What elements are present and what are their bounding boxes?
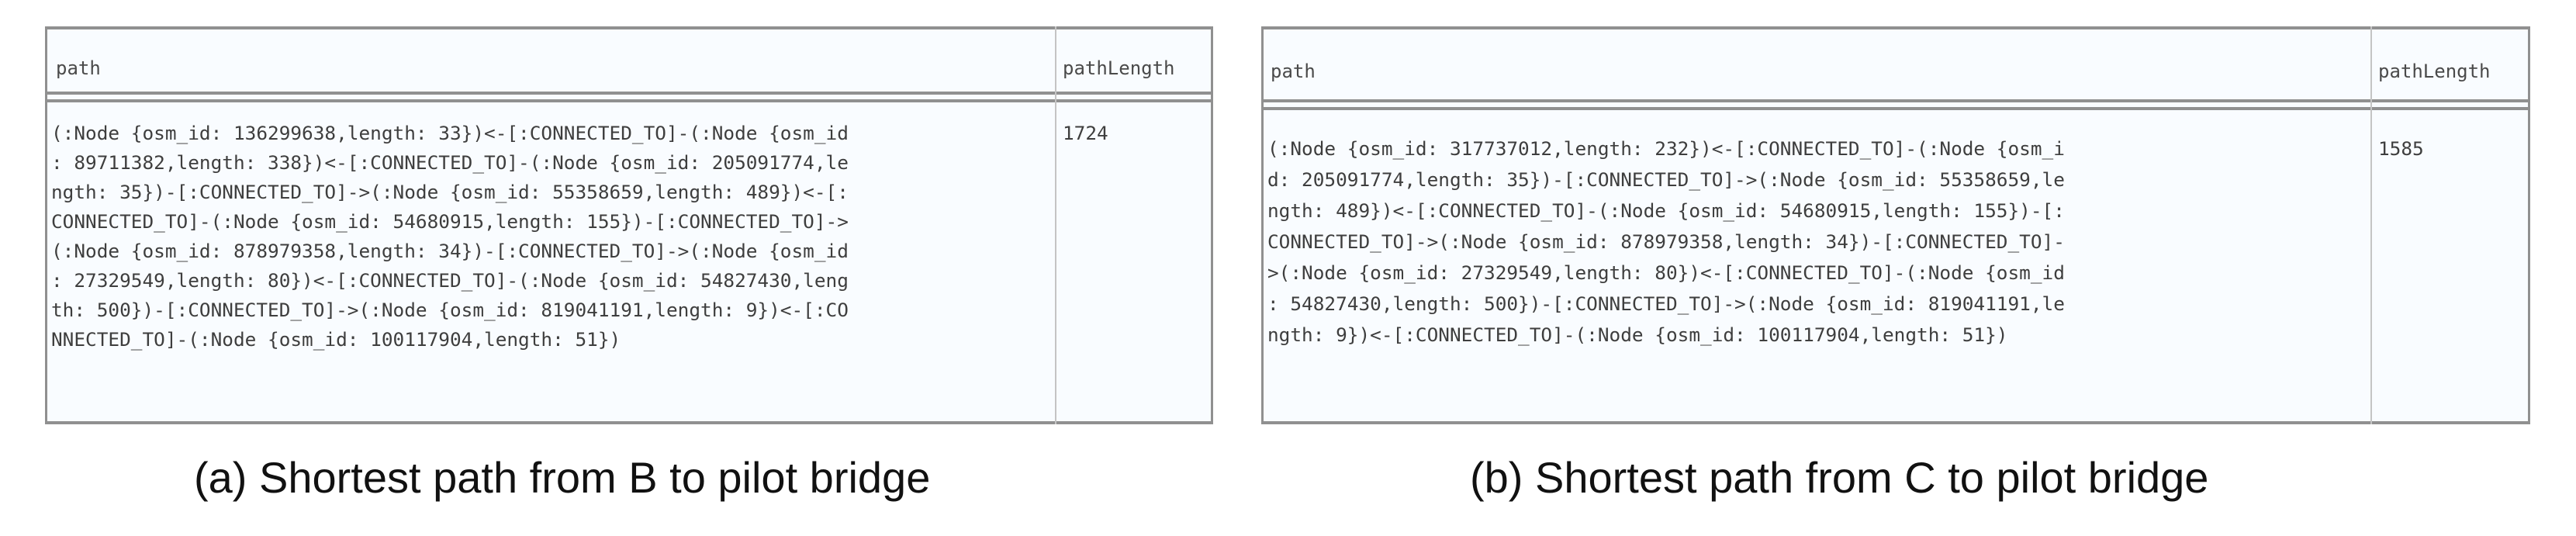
table-left-border xyxy=(45,26,47,424)
column-divider xyxy=(2370,26,2372,424)
table-bottom-border xyxy=(45,421,1213,424)
result-table-b: path pathLength (:Node {osm_id: 31773701… xyxy=(1261,26,2530,424)
path-cell-line: (:Node {osm_id: 317737012,length: 232})<… xyxy=(1267,137,2065,160)
path-cell-line: d: 205091774,length: 35})-[:CONNECTED_TO… xyxy=(1267,168,2065,191)
path-cell-line: NNECTED_TO]-(:Node {osm_id: 100117904,le… xyxy=(51,328,621,351)
caption-b: (b) Shortest path from C to pilot bridge xyxy=(1470,453,2209,502)
path-cell-line: th: 500})-[:CONNECTED_TO]->(:Node {osm_i… xyxy=(51,299,849,321)
caption-a: (a) Shortest path from B to pilot bridge xyxy=(194,453,931,502)
path-cell-line: ngth: 35})-[:CONNECTED_TO]->(:Node {osm_… xyxy=(51,181,849,203)
table-top-border xyxy=(1261,26,2530,29)
header-bottom-border-double xyxy=(45,99,1213,102)
header-bottom-border xyxy=(45,92,1213,95)
path-cell-line: ngth: 489})<-[:CONNECTED_TO]-(:Node {osm… xyxy=(1267,199,2065,222)
table-bottom-border xyxy=(1261,421,2530,424)
path-cell-line: : 89711382,length: 338})<-[:CONNECTED_TO… xyxy=(51,151,849,174)
path-cell-line: (:Node {osm_id: 136299638,length: 33})<-… xyxy=(51,122,849,144)
result-table-a: path pathLength (:Node {osm_id: 13629963… xyxy=(45,26,1213,424)
pathlength-cell: 1724 xyxy=(1063,122,1108,144)
column-header-path: path xyxy=(1271,61,1316,82)
header-bottom-border-double xyxy=(1261,107,2530,110)
header-bottom-border xyxy=(1261,99,2530,102)
table-left-border xyxy=(1261,26,1264,424)
pathlength-cell: 1585 xyxy=(2378,137,2424,160)
path-cell-line: : 27329549,length: 80})<-[:CONNECTED_TO]… xyxy=(51,269,849,292)
path-cell-line: ngth: 9})<-[:CONNECTED_TO]-(:Node {osm_i… xyxy=(1267,323,2008,346)
path-cell-line: CONNECTED_TO]->(:Node {osm_id: 878979358… xyxy=(1267,230,2065,253)
table-top-border xyxy=(45,26,1213,29)
path-cell-line: CONNECTED_TO]-(:Node {osm_id: 54680915,l… xyxy=(51,210,849,233)
path-cell-line: >(:Node {osm_id: 27329549,length: 80})<-… xyxy=(1267,261,2065,284)
path-cell-line: : 54827430,length: 500})-[:CONNECTED_TO]… xyxy=(1267,292,2065,315)
table-right-border xyxy=(2528,26,2530,424)
table-right-border xyxy=(1211,26,1213,424)
column-header-pathlength: pathLength xyxy=(1063,57,1175,79)
column-header-pathlength: pathLength xyxy=(2378,61,2491,82)
path-cell-line: (:Node {osm_id: 878979358,length: 34})-[… xyxy=(51,240,849,262)
column-divider xyxy=(1055,26,1056,424)
column-header-path: path xyxy=(56,57,101,79)
